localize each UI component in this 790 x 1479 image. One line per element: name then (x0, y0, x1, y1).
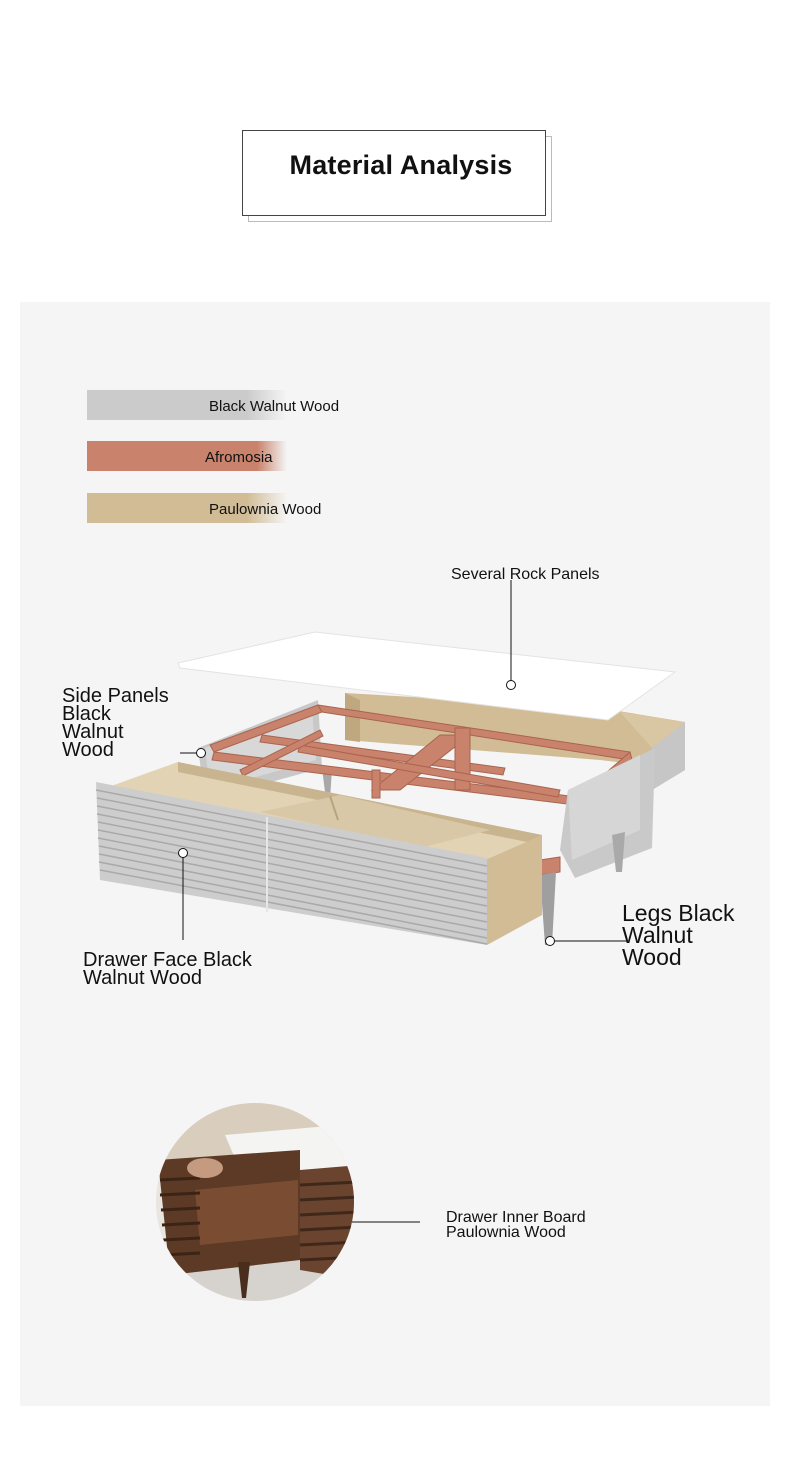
rock-panel-top (177, 631, 677, 721)
legend-label-paulownia: Paulownia Wood (209, 501, 322, 518)
legend-swatch-walnut (87, 390, 287, 420)
page-title: Material Analysis (289, 150, 513, 180)
callout-side-panels: Side Panels Black Walnut Wood (62, 685, 169, 761)
front-drawer-face (95, 782, 488, 945)
callout-side-panels-line3: Walnut (62, 721, 124, 743)
callout-drawer-face-line1: Drawer Face Black (83, 949, 252, 971)
callout-drawer-inner-line2: Paulownia Wood (446, 1224, 566, 1241)
callout-side-panels-line2: Black (62, 703, 111, 725)
callout-side-panels-line1: Side Panels (62, 685, 169, 707)
title-frame (242, 130, 546, 216)
rear-left-leg (322, 768, 332, 800)
callout-legs-line2: Walnut (622, 922, 693, 948)
callout-legs-line3: Wood (622, 944, 682, 970)
callout-drawer-face-line2: Walnut Wood (83, 967, 202, 989)
front-right-leg (540, 872, 556, 945)
callout-legs: Legs Black Walnut Wood (622, 900, 735, 970)
legend-swatch-paulownia (87, 493, 287, 523)
legend-label-afromosia: Afromosia (205, 449, 273, 466)
front-drawer (100, 762, 542, 945)
callout-side-panels-line4: Wood (62, 739, 114, 761)
rear-right-leg (612, 832, 625, 872)
callout-drawer-inner: Drawer Inner Board Paulownia Wood (446, 1209, 586, 1241)
callout-rock-panels: Several Rock Panels (451, 566, 600, 583)
callout-drawer-face: Drawer Face Black Walnut Wood (83, 949, 252, 989)
callout-drawer-inner-line1: Drawer Inner Board (446, 1209, 586, 1226)
legend-swatch-afromosia (87, 441, 287, 471)
legend-label-walnut: Black Walnut Wood (209, 398, 340, 415)
callout-legs-line1: Legs Black (622, 900, 735, 926)
